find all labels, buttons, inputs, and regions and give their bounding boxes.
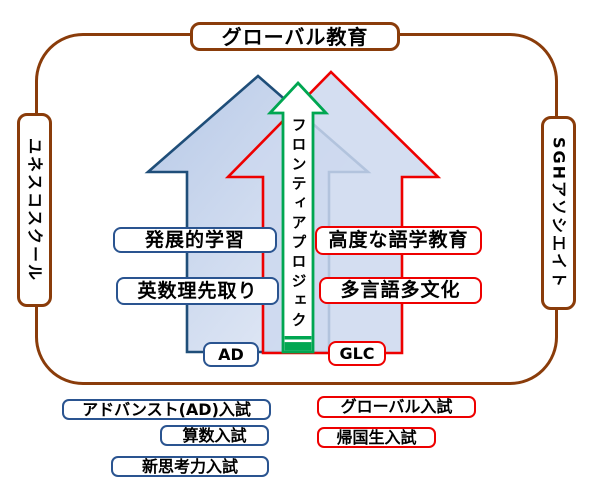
frontier-project-label: フロンティアプロジェク xyxy=(289,116,308,332)
sgh-associate-label: SGHアソシエイト xyxy=(541,116,576,310)
advanced-ad-exam-label: アドバンスト(AD)入試 xyxy=(62,399,271,420)
arithmetic-exam-label: 算数入試 xyxy=(160,425,269,446)
unesco-school-label: ユネスコスクール xyxy=(17,113,52,307)
advanced-language-label: 高度な語学教育 xyxy=(315,226,482,255)
math-science-ahead-label: 英数理先取り xyxy=(116,277,279,305)
ad-track-badge: AD xyxy=(203,342,259,367)
multilingual-multicultural-label: 多言語多文化 xyxy=(319,277,482,304)
global-exam-label: グローバル入試 xyxy=(317,396,476,418)
green-arrow-base xyxy=(284,336,312,351)
green-arrow xyxy=(266,80,330,354)
new-thinking-exam-label: 新思考力入試 xyxy=(111,456,269,477)
advanced-learning-label: 発展的学習 xyxy=(113,227,277,253)
green-arrow-base-stripe xyxy=(284,339,312,343)
sgh-associate-text: SGHアソシエイト xyxy=(549,136,569,290)
returnee-exam-label: 帰国生入試 xyxy=(317,427,436,448)
unesco-school-text: ユネスコスクール xyxy=(25,137,45,282)
global-education-label: グローバル教育 xyxy=(190,22,400,51)
glc-track-badge: GLC xyxy=(328,341,386,366)
